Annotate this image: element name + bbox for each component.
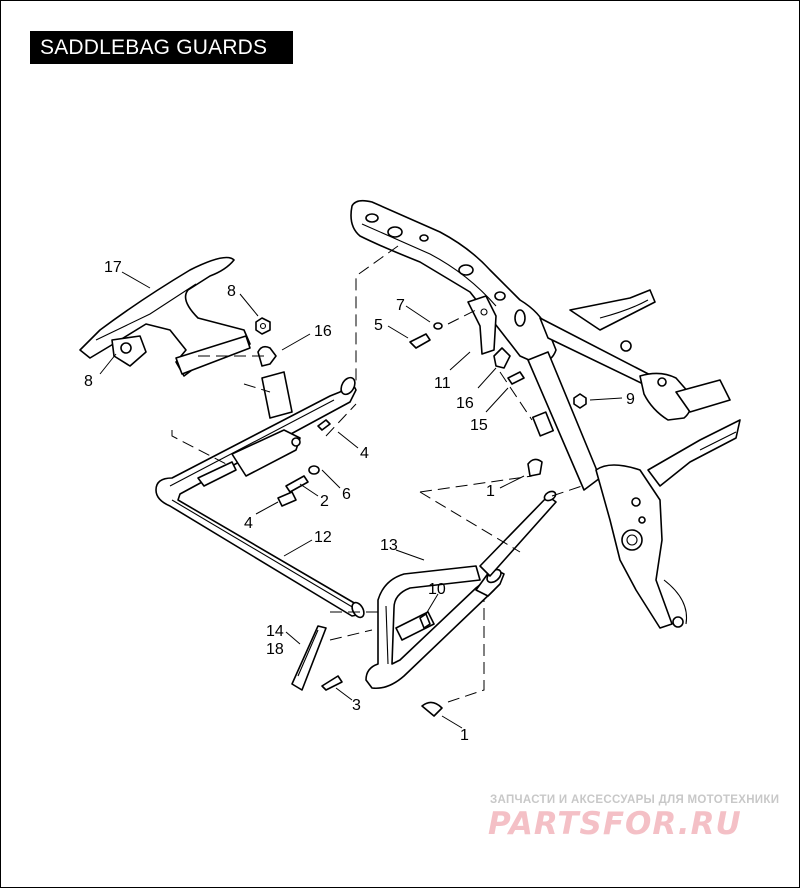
left-saddlebag-guard <box>155 376 365 619</box>
watermark-logo: PARTSFOR.RU <box>488 806 742 842</box>
frame-upper-rail <box>350 199 557 365</box>
callout-6: 6 <box>342 486 351 503</box>
nut-8-upper <box>255 317 271 335</box>
motorcycle-frame <box>350 199 741 629</box>
callout-9: 9 <box>626 391 635 408</box>
bolt-2 <box>285 475 309 493</box>
callout-1-lower: 1 <box>460 727 469 744</box>
right-saddlebag-guard <box>365 490 557 690</box>
callout-7: 7 <box>396 297 405 314</box>
page-title: SADDLEBAG GUARDS <box>30 31 293 64</box>
bolt-1-lower <box>421 701 443 717</box>
bolt-5 <box>409 333 431 349</box>
bolt-4-upper <box>317 419 331 431</box>
callout-16-left: 16 <box>314 323 332 340</box>
bolt-4-lower <box>277 491 297 507</box>
callout-8-lower: 8 <box>84 373 93 390</box>
watermark-tagline: ЗАПЧАСТИ И АКСЕССУАРЫ ДЛЯ МОТОТЕХНИКИ <box>490 794 780 806</box>
assembly-lines <box>171 245 583 703</box>
callout-17: 17 <box>104 259 122 276</box>
clip-16-left <box>257 345 277 367</box>
screw-10 <box>419 613 431 629</box>
screw-15 <box>507 371 525 385</box>
hardware <box>255 295 587 717</box>
callout-16-right: 16 <box>456 395 474 412</box>
callout-labels: 17 8 8 16 7 5 11 16 15 9 4 6 2 4 1 12 13… <box>84 259 635 744</box>
clip-16-right <box>493 347 511 369</box>
callout-11: 11 <box>434 375 451 392</box>
leader-lines <box>99 271 623 729</box>
callout-4-lower: 4 <box>244 515 253 532</box>
washer-6 <box>308 465 320 475</box>
reflector-14-18 <box>291 625 327 691</box>
nut-9 <box>573 393 587 409</box>
washer-7 <box>433 322 443 330</box>
callout-5: 5 <box>374 317 383 334</box>
callout-8-upper: 8 <box>227 283 236 300</box>
callout-15: 15 <box>470 417 488 434</box>
callout-18: 18 <box>266 641 284 658</box>
callout-1-upper: 1 <box>486 483 495 500</box>
callout-12: 12 <box>314 529 332 546</box>
callout-13: 13 <box>380 537 398 554</box>
bracket-11 <box>467 295 497 355</box>
callout-3: 3 <box>352 697 361 714</box>
screw-3 <box>321 675 343 691</box>
callout-14: 14 <box>266 623 284 640</box>
callout-10: 10 <box>428 581 446 598</box>
callout-4-upper: 4 <box>360 445 369 462</box>
callout-2: 2 <box>320 493 329 510</box>
rear-bracket-17 <box>79 256 251 377</box>
bolt-1-upper <box>527 458 543 477</box>
